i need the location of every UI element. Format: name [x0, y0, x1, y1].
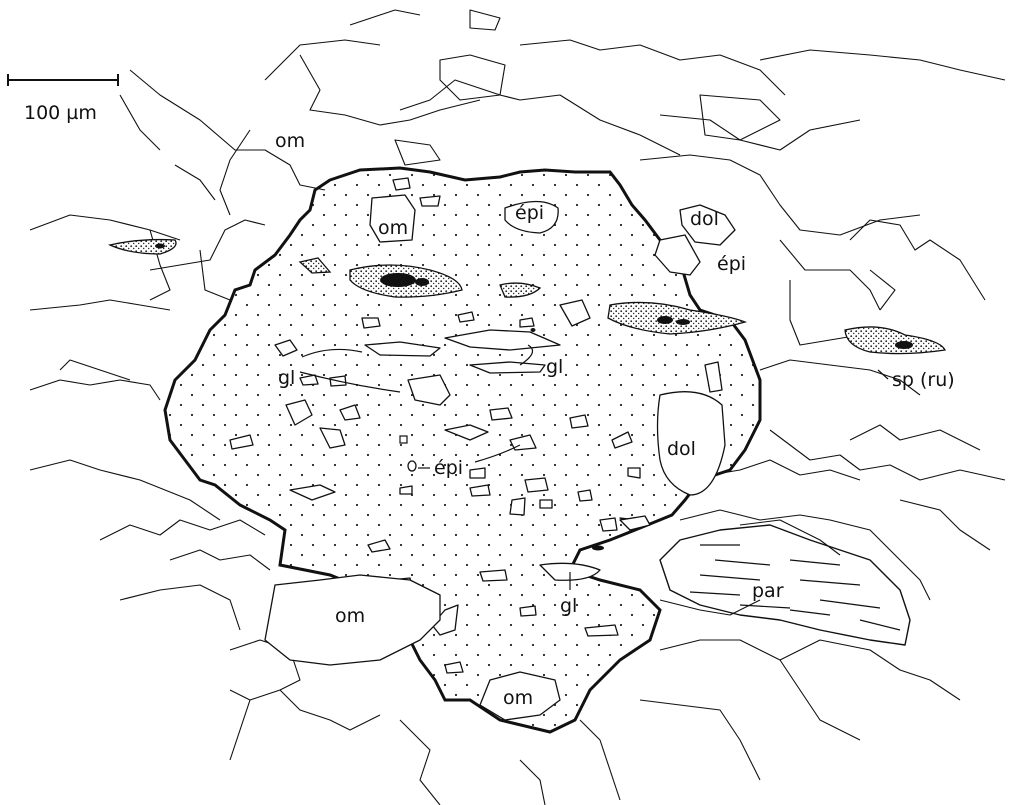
- label-om-in-grain: om: [378, 217, 408, 239]
- label-epi-center: épi: [434, 457, 463, 479]
- label-gl-left: gl: [278, 367, 295, 389]
- label-om-bottom-left: om: [335, 605, 365, 627]
- label-epi-in-grain: épi: [515, 202, 544, 224]
- label-epi-right: épi: [717, 253, 746, 275]
- label-om-bottom: om: [503, 687, 533, 709]
- label-sp-ru: sp (ru): [892, 369, 955, 391]
- label-par: par: [752, 580, 784, 602]
- label-gl-right: gl: [546, 356, 563, 378]
- scale-bar: [8, 74, 118, 86]
- label-om-top-left: om: [275, 130, 305, 152]
- label-gl-bottom: gl: [560, 595, 577, 617]
- paragonite-grain: [660, 525, 910, 645]
- scale-bar-label: 100 µm: [24, 102, 97, 124]
- label-dol-top-right: dol: [690, 208, 719, 230]
- label-dol-right: dol: [667, 438, 696, 460]
